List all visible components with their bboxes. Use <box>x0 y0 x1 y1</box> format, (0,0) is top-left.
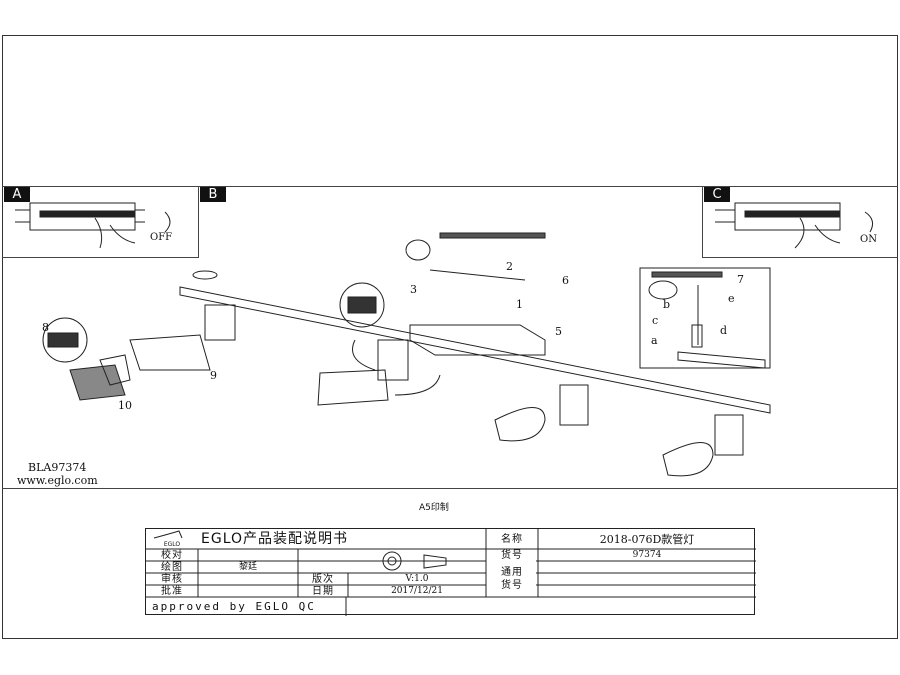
name-value: 2018-076D款管灯 <box>599 532 695 546</box>
letter-c: c <box>652 314 659 327</box>
panel-b-label: B <box>200 187 226 202</box>
title-block: EGLO EGLO产品装配说明书 名称 2018-076D款管灯 校对 绘图 黎… <box>145 528 756 616</box>
spot-4 <box>662 414 744 477</box>
letter-a: a <box>651 334 658 347</box>
item-no-value: 97374 <box>632 550 662 560</box>
drawing-label: 绘图 <box>161 561 183 573</box>
check-label: 校对 <box>161 549 183 561</box>
review-label: 审核 <box>161 573 183 585</box>
step-3: 3 <box>410 283 417 296</box>
general-item-label: 通用货号 <box>501 567 523 591</box>
logo: EGLO <box>163 541 181 548</box>
date-label: 日期 <box>312 585 334 597</box>
drawing-value: 黎廷 <box>238 562 257 572</box>
version-value: V:1.0 <box>405 574 429 584</box>
title-block-grid <box>146 529 756 616</box>
rail <box>179 286 771 414</box>
step-6: 6 <box>562 274 569 287</box>
page-frame <box>2 35 898 639</box>
on-label: ON <box>860 234 877 245</box>
divider <box>2 186 898 187</box>
junction-box <box>409 324 546 356</box>
spot-2 <box>317 339 441 406</box>
document-title: EGLO产品装配说明书 <box>201 531 349 547</box>
step-2: 2 <box>506 260 513 273</box>
letter-b: b <box>663 298 671 311</box>
spot-1 <box>129 270 236 371</box>
item-no-label: 货号 <box>501 549 523 561</box>
step-7: 7 <box>737 273 744 286</box>
divider <box>2 488 898 489</box>
connector-detail <box>339 282 385 328</box>
website: www.eglo.com <box>17 474 98 487</box>
step-9: 9 <box>210 369 217 382</box>
step-5: 5 <box>555 325 562 338</box>
breaker-a <box>15 202 171 249</box>
ceiling-hatch <box>439 232 546 239</box>
breaker-c <box>715 202 874 249</box>
spot-3 <box>494 384 589 442</box>
step-1: 1 <box>516 298 523 311</box>
panel-c-label: C <box>704 187 730 202</box>
panel-a <box>2 186 199 258</box>
step-10: 10 <box>118 399 132 412</box>
product-code: BLA97374 <box>28 461 87 474</box>
panel-a-label: A <box>4 187 30 202</box>
off-label: OFF <box>150 232 173 243</box>
panel-c <box>702 186 898 258</box>
print-size: A5印制 <box>419 503 449 513</box>
date-value: 2017/12/21 <box>391 586 443 596</box>
step-8: 8 <box>42 321 49 334</box>
approved-text: approved by EGLO QC <box>152 600 316 613</box>
letter-e: e <box>728 292 735 305</box>
approve-label: 批准 <box>161 585 183 597</box>
letter-d: d <box>720 324 728 337</box>
version-label: 版次 <box>312 573 334 585</box>
panel-7 <box>639 267 771 369</box>
name-label: 名称 <box>501 533 523 545</box>
